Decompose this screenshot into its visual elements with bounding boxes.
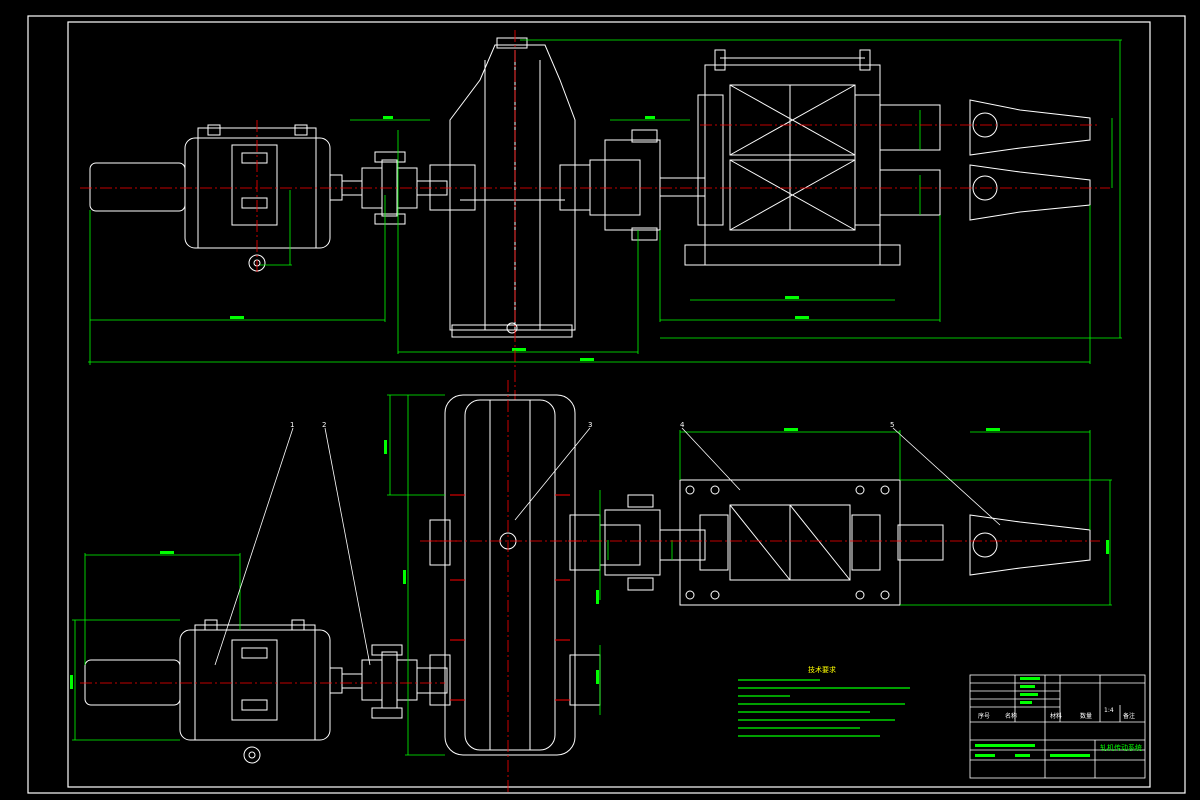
coupling-1-bottom bbox=[341, 644, 448, 719]
gearbox-red-ticks bbox=[450, 494, 570, 701]
title-block-fills bbox=[975, 677, 1090, 757]
bottom-view bbox=[84, 394, 1091, 764]
balloon-4: 4 bbox=[680, 421, 685, 429]
top-centerlines bbox=[80, 30, 1110, 400]
bottom-dim-ticks bbox=[70, 428, 1109, 689]
top-dim-ticks bbox=[230, 116, 809, 361]
roll-stand-bottom bbox=[679, 479, 901, 606]
notes-title: 技术要求 bbox=[808, 665, 836, 674]
tb-label-1: 名称 bbox=[1005, 712, 1017, 720]
tb-drawing-title: 轧机传动系统 bbox=[1100, 743, 1142, 752]
spindle-bottom bbox=[897, 514, 1091, 576]
balloon-3: 3 bbox=[588, 421, 592, 429]
balloon-1: 1 bbox=[290, 421, 294, 429]
balloon-labels: 1 2 3 4 5 bbox=[290, 421, 894, 429]
title-block bbox=[969, 674, 1146, 779]
sheet-border-outer bbox=[27, 15, 1186, 794]
leader-lines bbox=[214, 427, 1001, 666]
motor-top bbox=[89, 124, 343, 272]
balloon-5: 5 bbox=[890, 421, 894, 429]
technical-notes: 技术要求 bbox=[738, 665, 910, 737]
motor-bottom bbox=[84, 619, 343, 764]
tb-label-2: 材料 bbox=[1050, 712, 1062, 720]
sheet-border-inner bbox=[67, 21, 1151, 788]
bottom-dimensions bbox=[72, 394, 1112, 756]
balloon-2: 2 bbox=[322, 421, 326, 429]
coupling-2-top bbox=[589, 129, 706, 241]
tb-scale: 1:4 bbox=[1104, 707, 1114, 714]
tb-label-4: 备注 bbox=[1123, 712, 1135, 720]
roll-stand-top bbox=[684, 49, 901, 266]
tb-label-3: 数量 bbox=[1080, 712, 1092, 720]
tb-label-0: 序号 bbox=[978, 712, 990, 720]
title-block-labels: 序号 名称 材料 数量 备注 1:4 bbox=[978, 707, 1135, 720]
bottom-centerlines bbox=[80, 380, 1100, 795]
coupling-2-bottom bbox=[599, 494, 706, 591]
gearbox-bottom bbox=[429, 394, 601, 756]
gearbox-top bbox=[429, 37, 591, 338]
top-dimensions bbox=[88, 39, 1122, 365]
spindles-top bbox=[879, 99, 1091, 221]
